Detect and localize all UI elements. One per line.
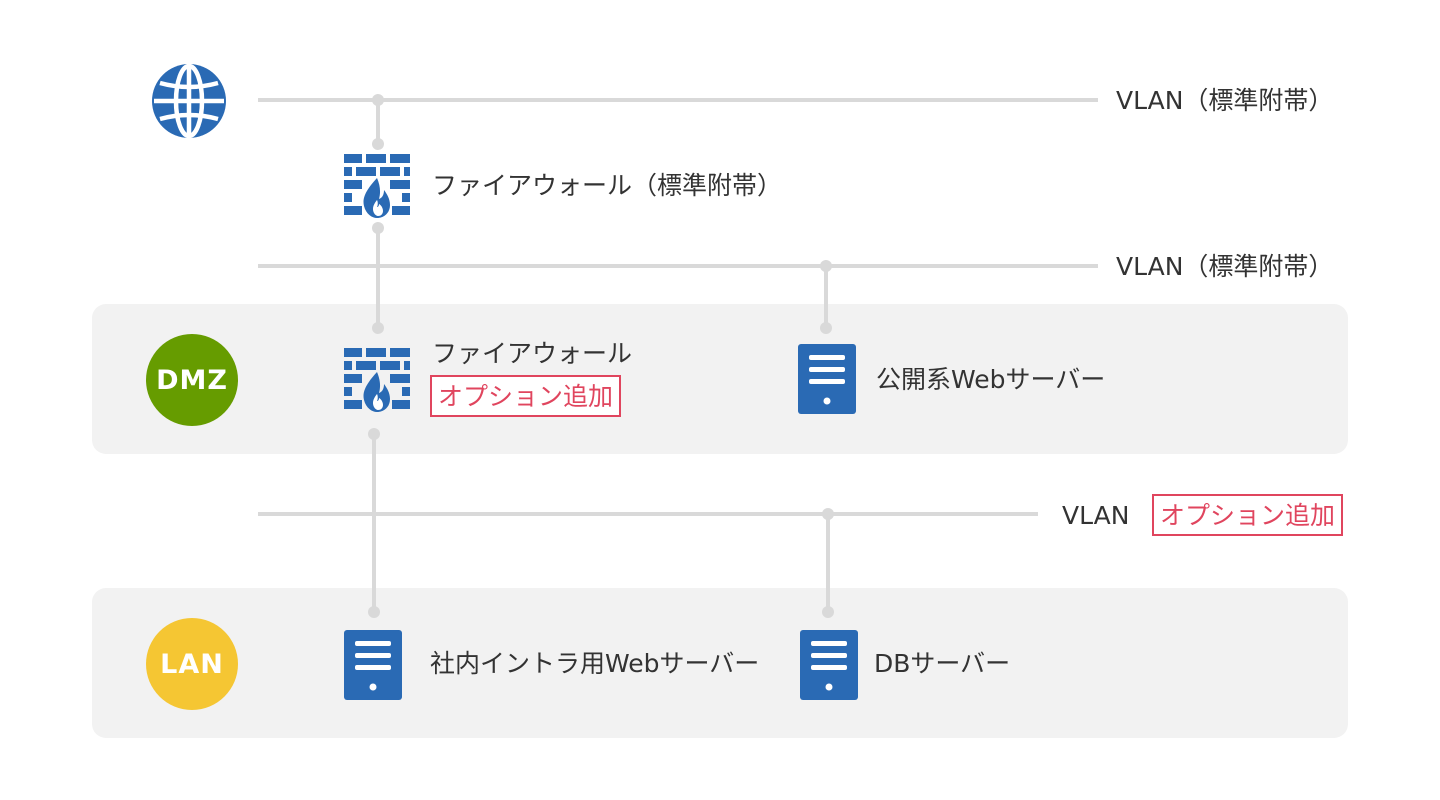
dmz-firewall-option-tag: オプション追加	[430, 375, 622, 417]
junction-dot	[372, 138, 384, 150]
vlan-bottom-option-tag: オプション追加	[1152, 494, 1344, 536]
dmz-zone	[92, 304, 1348, 454]
junction-dot	[822, 508, 834, 520]
lan-badge: LAN	[146, 618, 238, 710]
firewall-icon	[344, 348, 410, 412]
standard-firewall-label: ファイアウォール（標準附帯）	[432, 171, 783, 200]
server-icon	[798, 344, 856, 414]
db-server-label: DBサーバー	[874, 649, 1011, 678]
junction-dot	[368, 428, 380, 440]
vlan-middle-label: VLAN（標準附帯）	[1116, 252, 1334, 281]
public-web-server-label: 公開系Webサーバー	[876, 365, 1106, 394]
server-icon	[800, 630, 858, 700]
lan-zone	[92, 588, 1348, 738]
junction-dot	[368, 606, 380, 618]
intranet-web-server-label: 社内イントラ用Webサーバー	[430, 649, 760, 678]
vlan-bottom-label: VLAN	[1062, 501, 1130, 530]
dmz-badge: DMZ	[146, 334, 238, 426]
firewall-icon	[344, 154, 410, 218]
junction-dot	[372, 222, 384, 234]
junction-dot	[820, 260, 832, 272]
vlan-top-label: VLAN（標準附帯）	[1116, 86, 1334, 115]
server-icon	[344, 630, 402, 700]
junction-dot	[372, 94, 384, 106]
junction-dot	[822, 606, 834, 618]
globe-icon	[152, 64, 226, 138]
junction-dot	[820, 322, 832, 334]
junction-dot	[372, 322, 384, 334]
dmz-firewall-label: ファイアウォール	[432, 339, 633, 368]
